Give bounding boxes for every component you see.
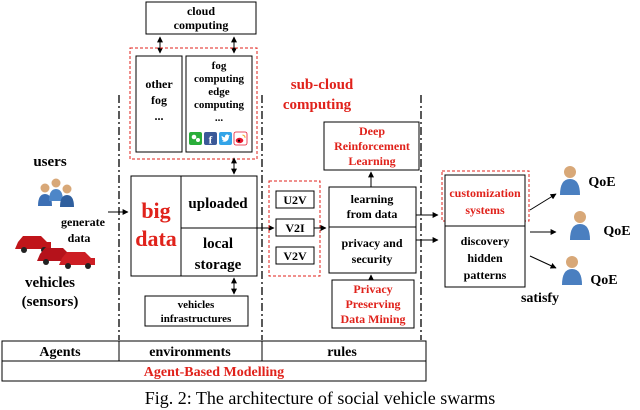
agents-label: Agents: [39, 345, 81, 360]
rules-box: learning from data privacy and security: [328, 186, 417, 274]
discovery-line-1: discovery: [461, 234, 510, 248]
vehicles-infra-line-2: infrastructures: [161, 313, 232, 325]
customization-line-1: customization: [449, 186, 521, 200]
v2v-label: V2V: [283, 249, 307, 263]
user-icon-2: [570, 211, 590, 240]
drl-line-1: Deep: [359, 124, 385, 138]
ppdm-line-2: Preserving: [345, 297, 400, 311]
weibo-icon: [233, 131, 248, 146]
environments-label: environments: [149, 345, 231, 360]
sub-cloud-line-1: sub-cloud: [291, 77, 354, 93]
other-fog-line-1: other: [145, 77, 173, 91]
wechat-icon: [189, 132, 202, 145]
svg-text:f: f: [209, 135, 213, 147]
facebook-icon: f: [204, 132, 217, 147]
user-icon-3: [562, 256, 582, 285]
vehicles-line-1: vehicles: [25, 275, 75, 291]
fog-edge-line-4: computing: [194, 99, 245, 111]
learning-line-1: learning: [351, 192, 394, 206]
fog-edge-box: fog computing edge computing ... f: [185, 55, 253, 153]
vehicles-line-2: (sensors): [22, 294, 79, 310]
discovery-line-2: hidden: [467, 251, 503, 265]
other-fog-line-2: fog: [151, 93, 167, 107]
v2i-label: V2I: [285, 221, 305, 235]
fog-edge-line-3: edge: [208, 86, 230, 98]
v2x-region: [268, 180, 321, 277]
fog-edge-line-1: fog: [212, 60, 227, 72]
outcome-box: customization systems discovery hidden p…: [444, 174, 526, 288]
satisfy-label: satisfy: [521, 291, 559, 306]
privacy-line-2: security: [352, 252, 393, 266]
uploaded-label: uploaded: [188, 196, 248, 212]
fog-edge-line-2: computing: [194, 73, 245, 85]
customization-line-2: systems: [465, 203, 505, 217]
privacy-line-1: privacy and: [341, 236, 402, 250]
users-icon: [38, 178, 74, 207]
rules-label: rules: [327, 345, 357, 360]
big-data-box: big data uploaded local storage: [130, 175, 258, 277]
layer-table: Agents environments rules Agent-Based Mo…: [1, 340, 427, 382]
generate-data-line-2: data: [68, 231, 91, 245]
other-fog-box: other fog ...: [135, 55, 183, 153]
v2v-box: V2V: [275, 246, 315, 265]
cloud-line-2: computing: [174, 18, 229, 32]
qoe-label-1: QoE: [588, 175, 615, 190]
fog-region: [129, 47, 258, 160]
arrow-to-user-3: [529, 255, 557, 269]
users-label: users: [33, 154, 66, 170]
u2v-box: U2V: [275, 190, 315, 209]
twitter-icon: [219, 132, 232, 145]
ppdm-box: Privacy Preserving Data Mining: [331, 279, 415, 329]
qoe-label-2: QoE: [603, 224, 630, 239]
arrow-to-user-1: [529, 193, 557, 211]
cloud-line-1: cloud: [187, 4, 215, 18]
big-data-line-1: big: [141, 198, 170, 223]
ppdm-line-1: Privacy: [353, 282, 392, 296]
figure-caption: Fig. 2: The architecture of social vehic…: [145, 388, 496, 408]
vehicles-infra-box: vehicles infrastructures: [144, 295, 249, 327]
local-storage-line-2: storage: [195, 257, 242, 273]
drl-line-2: Reinforcement: [334, 139, 410, 153]
cloud-computing-box: cloud computing: [145, 1, 257, 35]
user-icon-1: [560, 166, 580, 195]
sub-cloud-line-2: computing: [283, 97, 352, 113]
drl-line-3: Learning: [348, 154, 395, 168]
qoe-label-3: QoE: [590, 273, 617, 288]
vehicles-icon: [15, 236, 95, 269]
vehicles-infra-line-1: vehicles: [178, 299, 215, 311]
abm-label: Agent-Based Modelling: [144, 365, 284, 380]
drl-box: Deep Reinforcement Learning: [323, 121, 420, 171]
discovery-line-3: patterns: [464, 268, 507, 282]
learning-line-2: from data: [347, 207, 398, 221]
generate-data-line-1: generate: [61, 215, 106, 229]
big-data-line-2: data: [135, 226, 177, 251]
other-fog-line-3: ...: [155, 109, 164, 123]
v2i-box: V2I: [275, 218, 315, 237]
local-storage-line-1: local: [203, 236, 233, 252]
fog-edge-line-5: ...: [215, 112, 224, 124]
ppdm-line-3: Data Mining: [340, 312, 405, 326]
u2v-label: U2V: [283, 193, 307, 207]
